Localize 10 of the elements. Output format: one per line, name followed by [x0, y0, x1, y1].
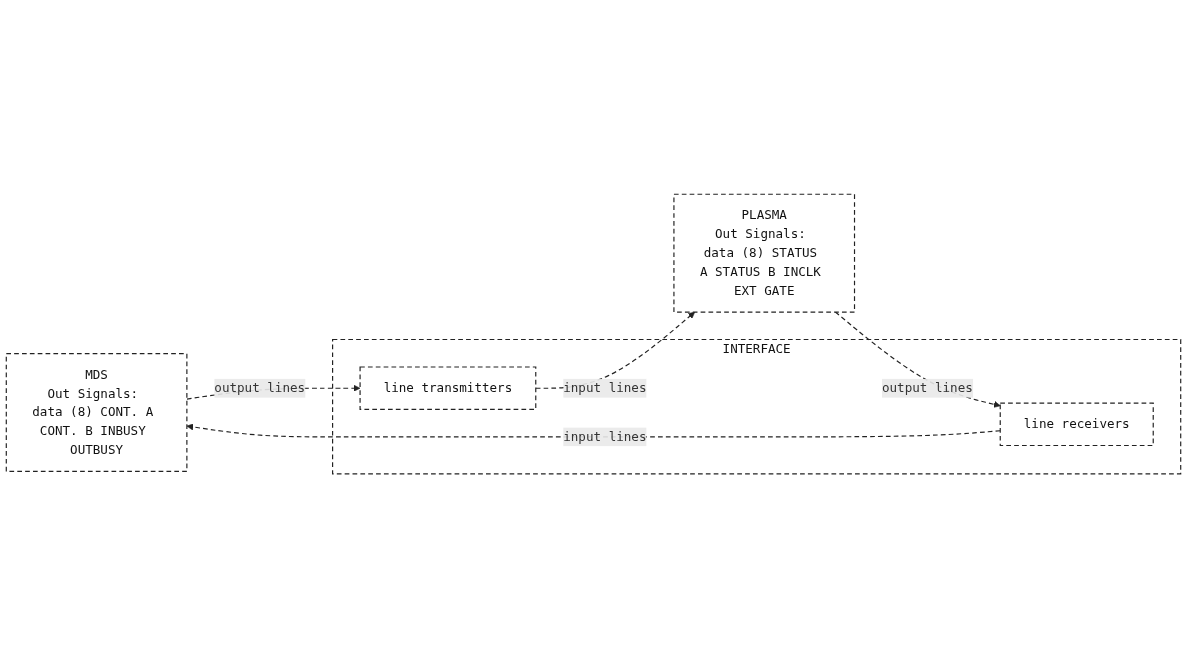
edge-label: output lines: [882, 380, 973, 396]
node-box: line receivers: [999, 403, 1154, 447]
arrow: [186, 424, 1001, 438]
node-box: MDS Out Signals: data (8) CONT. A CONT. B INBUSY OUTBUSY: [5, 353, 188, 473]
node-box: line transmitters: [359, 366, 537, 411]
edge-label: output lines: [214, 380, 306, 396]
edge-label: input lines: [563, 380, 647, 396]
node-box: PLASMA Out Signals: data (8) STATUS A STATUS B INCLK EXT GATE: [673, 194, 856, 314]
edge-label: input lines: [563, 429, 647, 445]
arrow: [834, 311, 1001, 409]
